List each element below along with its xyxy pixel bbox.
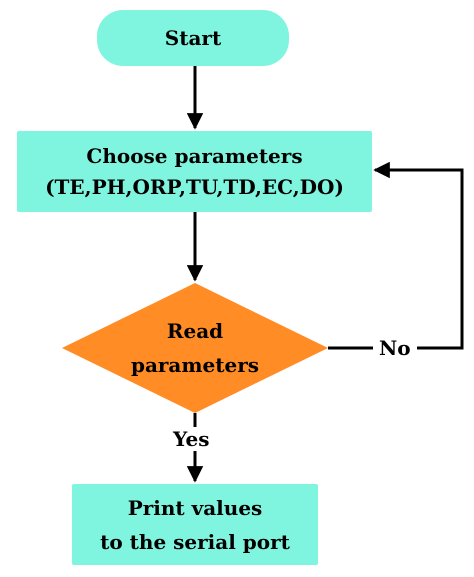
start-node: Start — [97, 10, 289, 66]
read-parameters-node: Read parameters — [95, 310, 295, 386]
print-values-node: Print values to the serial port — [72, 484, 318, 565]
start-label: Start — [164, 26, 222, 50]
read-decision-shape — [62, 283, 328, 413]
start-terminal-shape — [97, 10, 289, 66]
parameter-list-label: (TE,PH,ORP,TU,TD,EC,DO) — [45, 174, 344, 199]
choose-parameters-label: Choose parameters — [86, 143, 303, 168]
parameters-label: parameters — [130, 353, 260, 377]
serial-port-label: to the serial port — [100, 529, 290, 554]
read-label: Read — [166, 319, 224, 343]
choose-process-shape — [17, 131, 372, 212]
print-values-label: Print values — [127, 495, 263, 520]
no-edge-label: No — [373, 336, 417, 360]
print-output-shape — [72, 484, 318, 565]
choose-parameters-node: Choose parameters (TE,PH,ORP,TU,TD,EC,DO… — [17, 131, 372, 212]
yes-edge-label: Yes — [173, 427, 210, 451]
